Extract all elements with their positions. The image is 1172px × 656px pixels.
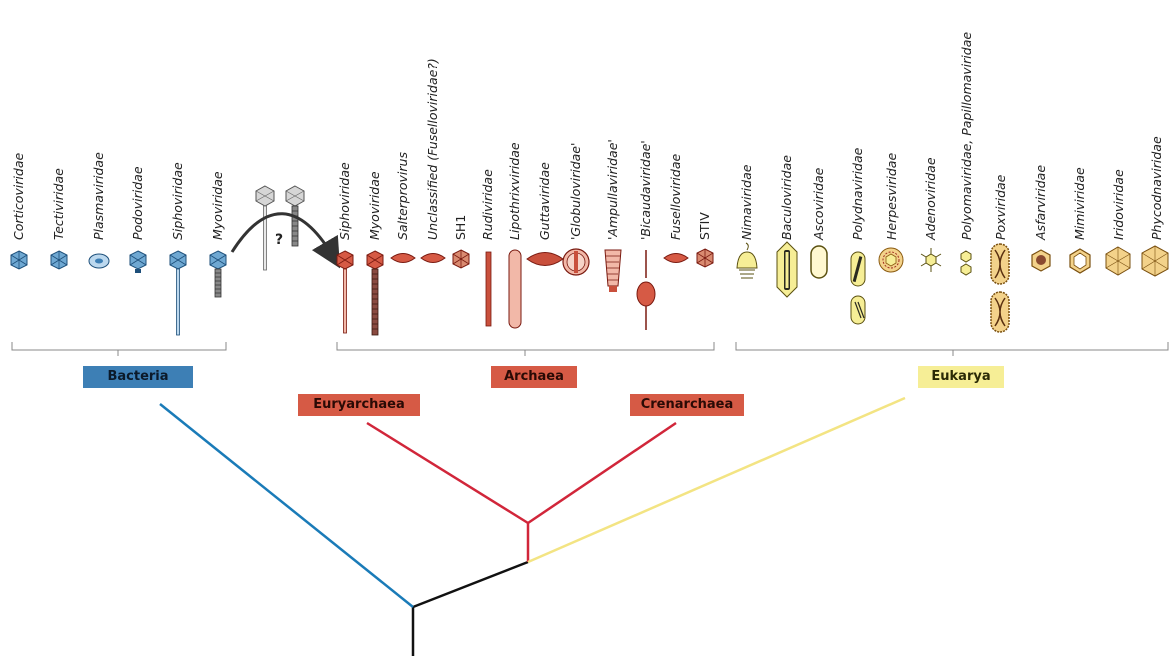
- sh1-icon: [452, 249, 470, 269]
- transfer-question-mark: ?: [275, 232, 283, 248]
- mimivirus-icon: [1069, 248, 1091, 274]
- poxvirus-icon: [990, 243, 1010, 333]
- adenovirus-icon: [920, 248, 942, 272]
- domain-brackets: [11, 342, 1169, 356]
- siphovirus-bacteria-icon: [169, 250, 187, 336]
- bacteria-bracket: [11, 342, 227, 356]
- tree-bacteria-branch: [159, 403, 414, 608]
- ascovirus-icon: [810, 245, 828, 279]
- iridovirus-icon: [1105, 246, 1131, 276]
- family-label-asfarviridae: Asfarviridae: [1033, 164, 1048, 240]
- globulovirus-icon: [562, 248, 590, 276]
- podovirus-icon: [129, 250, 147, 273]
- family-label-tectiviridae: Tectiviridae: [51, 168, 66, 240]
- euryarchaea-label: Euryarchaea: [298, 394, 420, 416]
- transfer-arrow: [230, 212, 341, 269]
- plasmavirus-icon: [88, 253, 110, 269]
- polydnavirus-icon: [850, 251, 866, 325]
- family-label-nimaviridae: Nimaviridae: [739, 164, 754, 240]
- asfarvirus-icon: [1031, 249, 1051, 272]
- eukarya-virions: [736, 241, 1169, 333]
- fusellovirus-icon: [663, 253, 689, 263]
- salterprovirus-icon: [390, 253, 416, 263]
- family-label-lipothrixviridae: Lipothrixviridae: [507, 142, 522, 240]
- family-label-ascoviridae: Ascoviridae: [811, 167, 826, 240]
- lipothrixvirus-icon: [508, 249, 522, 329]
- grey-siphovirus-icon: [255, 185, 275, 271]
- myovirus-bacteria-icon: [209, 250, 227, 298]
- family-label-globuloviridae: 'Globuloviridae': [568, 142, 583, 240]
- family-label-podoviridae: Podoviridae: [130, 166, 145, 240]
- stiv-icon: [696, 248, 714, 268]
- family-label-myoviridae-archaea: Myoviridae: [367, 171, 382, 240]
- eukarya-bracket: [735, 342, 1169, 356]
- family-label-guttaviridae: Guttaviridae: [537, 162, 552, 240]
- family-label-corticoviridae: Corticoviridae: [11, 152, 26, 240]
- tectivirus-icon: [50, 250, 68, 270]
- family-label-plasmaviridae: Plasmaviridae: [91, 152, 106, 240]
- family-label-fuselloviridae: Fuselloviridae: [668, 153, 683, 240]
- corticovirus-icon: [10, 250, 28, 270]
- family-label-salterprovirus: Salterprovirus: [395, 152, 410, 240]
- myovirus-archaea-icon: [366, 250, 384, 336]
- horizontal-transfer-group: ?: [230, 185, 341, 271]
- rudivirus-icon: [485, 251, 492, 327]
- tree-euryarchaea-branch: [366, 421, 529, 525]
- archaea-domain-label: Archaea: [491, 366, 577, 388]
- family-label-rudiviridae: Rudiviridae: [480, 169, 495, 240]
- family-label-polyomaviridae-papillomaviridae: Polyomaviridae, Papillomaviridae: [959, 31, 974, 240]
- family-label-polydnaviridae: Polydnaviridae: [850, 147, 865, 240]
- guttavirus-icon: [526, 252, 564, 266]
- bacteria-domain-label: Bacteria: [83, 366, 193, 388]
- tree-eukarya-branch: [527, 396, 906, 564]
- nimavirus-icon: [736, 242, 758, 279]
- phylogenetic-tree: [159, 396, 906, 656]
- family-label-myoviridae-bacteria: Myoviridae: [210, 171, 225, 240]
- family-label-adenoviridae: Adenoviridae: [923, 157, 938, 240]
- ampullavirus-icon: [604, 249, 622, 292]
- polyomavirus-icon: [960, 250, 972, 276]
- family-label-stiv: STIV: [697, 212, 712, 240]
- tree-root-branch: [412, 560, 529, 609]
- archaea-bracket: [336, 342, 715, 356]
- family-label-baculoviridae: Baculoviridae: [779, 155, 794, 240]
- family-label-siphoviridae-archaea: Siphoviridae: [337, 162, 352, 240]
- family-label-bicaudaviridae: 'Bicaudaviridae': [638, 140, 653, 240]
- grey-myovirus-icon: [285, 185, 305, 247]
- phycodnavirus-icon: [1141, 245, 1169, 277]
- herpesvirus-icon: [878, 247, 904, 273]
- bacteria-virions: [10, 250, 227, 336]
- siphovirus-archaea-icon: [336, 250, 354, 334]
- baculovirus-icon: [776, 241, 798, 298]
- family-label-sh1: SH1: [453, 214, 468, 240]
- bicaudavirus-icon: [636, 250, 656, 330]
- unclassified-fusellovirus-icon: [420, 253, 446, 263]
- eukarya-domain-label: Eukarya: [918, 366, 1004, 388]
- family-label-mimiviridae: Mimiviridae: [1072, 167, 1087, 240]
- family-label-ampullaviridae: 'Ampullaviridae': [605, 139, 620, 240]
- tree-crenarchaea-branch: [527, 421, 677, 525]
- family-label-poxviridae: Poxviridae: [993, 174, 1008, 240]
- archaea-virions: [336, 248, 714, 336]
- family-label-unclassified: Unclassified (Fuselloviridae?): [425, 58, 440, 240]
- family-label-siphoviridae-bacteria: Siphoviridae: [170, 162, 185, 240]
- family-label-phycodnaviridae: Phycodnaviridae: [1149, 136, 1164, 240]
- family-label-iridoviridae: Iridoviridae: [1111, 169, 1126, 240]
- crenarchaea-label: Crenarchaea: [630, 394, 744, 416]
- family-label-herpesviridae: Herpesviridae: [884, 152, 899, 240]
